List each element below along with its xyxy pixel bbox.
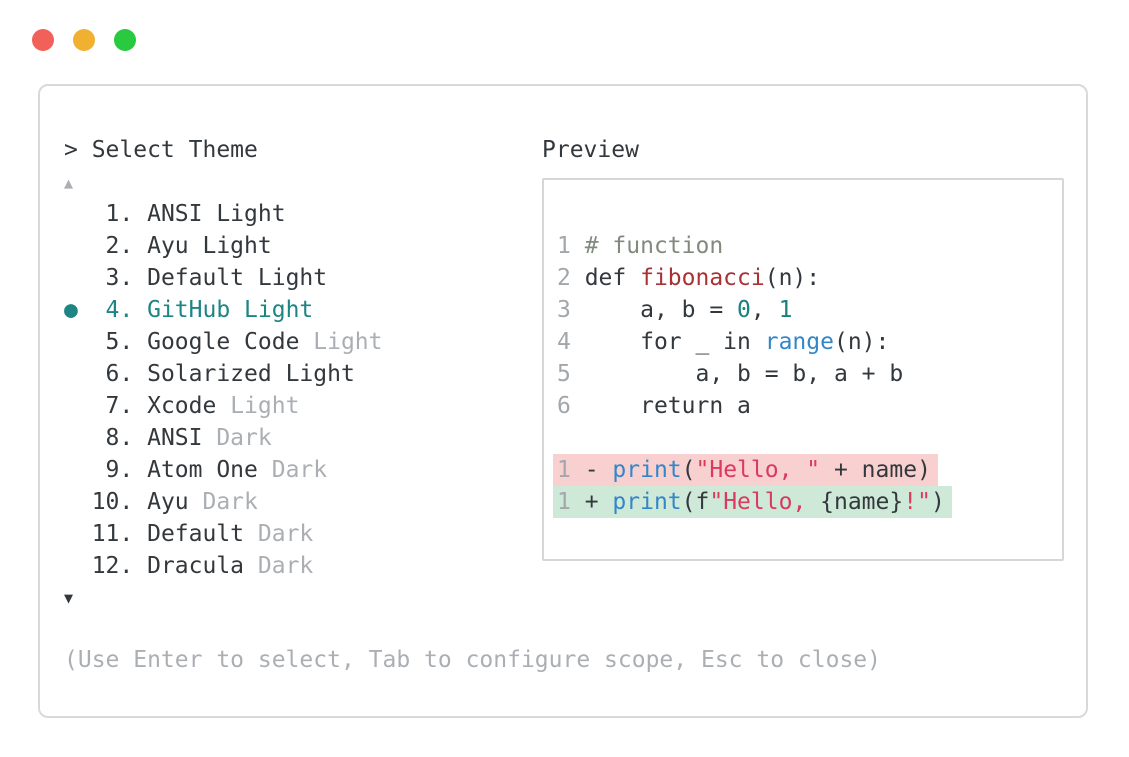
theme-selector-panel: > Select Theme Preview ▲ 1. ANSI Light 2… <box>38 84 1088 718</box>
theme-variant-dim: Dark <box>244 521 314 547</box>
theme-name: Xcode <box>147 393 217 419</box>
theme-variant-dim: Dark <box>244 553 314 579</box>
theme-name: ANSI Light <box>147 201 286 227</box>
theme-variant-dim: Light <box>216 393 300 419</box>
theme-item-ayu-light[interactable]: 2. Ayu Light <box>64 230 383 262</box>
footer-hint: (Use Enter to select, Tab to configure s… <box>64 647 881 673</box>
close-button[interactable] <box>32 29 54 51</box>
theme-name: Dracula <box>147 553 245 579</box>
line-number: 1 <box>557 233 585 259</box>
theme-item-solarized-light[interactable]: 6. Solarized Light <box>64 358 383 390</box>
selected-bullet-icon: ● <box>64 297 92 323</box>
window-controls <box>32 29 136 51</box>
code-block: 1 # function 2 def fibonacci(n): 3 a, b = … <box>544 230 1062 518</box>
theme-variant-dim: Dark <box>202 425 272 451</box>
theme-number: 8. <box>91 425 148 451</box>
theme-item-atom-one-dark[interactable]: 9. Atom One Dark <box>64 454 383 486</box>
blank-line <box>544 422 1062 454</box>
line-number: 5 <box>557 361 585 387</box>
theme-number: 4. <box>91 297 148 323</box>
theme-name: GitHub Light <box>147 297 314 323</box>
select-theme-prompt: > Select Theme <box>64 137 258 163</box>
theme-number: 9. <box>91 457 148 483</box>
theme-name: Ayu Light <box>147 233 272 259</box>
preview-title: Preview <box>542 137 639 163</box>
theme-variant-dim: Dark <box>188 489 258 515</box>
theme-number: 6. <box>91 361 148 387</box>
theme-number: 5. <box>91 329 148 355</box>
theme-item-ansi-dark[interactable]: 8. ANSI Dark <box>64 422 383 454</box>
theme-item-github-light[interactable]: ● 4. GitHub Light <box>64 294 383 326</box>
theme-name: Atom One <box>147 457 258 483</box>
theme-name: ANSI <box>147 425 203 451</box>
theme-number: 7. <box>91 393 148 419</box>
theme-number: 1. <box>91 201 148 227</box>
line-number: 2 <box>557 265 585 291</box>
diff-row-added: 1 + print(f"Hello, {name}!") <box>544 486 1062 518</box>
theme-name: Default Light <box>147 265 328 291</box>
theme-item-default-dark[interactable]: 11. Default Dark <box>64 518 383 550</box>
code-line-4: 4 for _ in range(n): <box>557 329 890 355</box>
theme-number: 3. <box>91 265 148 291</box>
theme-item-google-code-light[interactable]: 5. Google Code Light <box>64 326 383 358</box>
line-number: 6 <box>557 393 585 419</box>
minimize-button[interactable] <box>73 29 95 51</box>
diff-line-added: 1 + print(f"Hello, {name}!") <box>553 486 952 518</box>
scroll-down-indicator[interactable]: ▼ <box>64 589 74 607</box>
theme-list: 1. ANSI Light 2. Ayu Light 3. Default Li… <box>64 198 383 582</box>
theme-name: Ayu <box>147 489 189 515</box>
theme-number: 12. <box>91 553 148 579</box>
theme-item-default-light[interactable]: 3. Default Light <box>64 262 383 294</box>
theme-name: Default <box>147 521 245 547</box>
scroll-up-indicator[interactable]: ▲ <box>64 174 74 192</box>
theme-name: Solarized Light <box>147 361 355 387</box>
line-number: 3 <box>557 297 585 323</box>
diff-line-removed: 1 - print("Hello, " + name) <box>553 454 938 486</box>
theme-item-dracula-dark[interactable]: 12. Dracula Dark <box>64 550 383 582</box>
line-number: 1 <box>557 489 571 515</box>
theme-item-xcode-light[interactable]: 7. Xcode Light <box>64 390 383 422</box>
theme-number: 10. <box>91 489 148 515</box>
theme-name: Google Code <box>147 329 300 355</box>
theme-variant-dim: Light <box>299 329 383 355</box>
code-line-5: 5 a, b = b, a + b <box>557 361 904 387</box>
code-line-1: 1 # function <box>557 233 724 259</box>
line-number: 4 <box>557 329 585 355</box>
theme-number: 11. <box>91 521 148 547</box>
code-line-6: 6 return a <box>557 393 751 419</box>
theme-variant-dim: Dark <box>257 457 328 483</box>
line-number: 1 <box>557 457 571 483</box>
theme-number: 2. <box>91 233 148 259</box>
zoom-button[interactable] <box>114 29 136 51</box>
code-line-3: 3 a, b = 0, 1 <box>557 297 793 323</box>
diff-row-removed: 1 - print("Hello, " + name) <box>544 454 1062 486</box>
code-line-2: 2 def fibonacci(n): <box>557 265 821 291</box>
preview-pane: 1 # function 2 def fibonacci(n): 3 a, b = … <box>542 178 1064 561</box>
theme-item-ansi-light[interactable]: 1. ANSI Light <box>64 198 383 230</box>
theme-item-ayu-dark[interactable]: 10. Ayu Dark <box>64 486 383 518</box>
